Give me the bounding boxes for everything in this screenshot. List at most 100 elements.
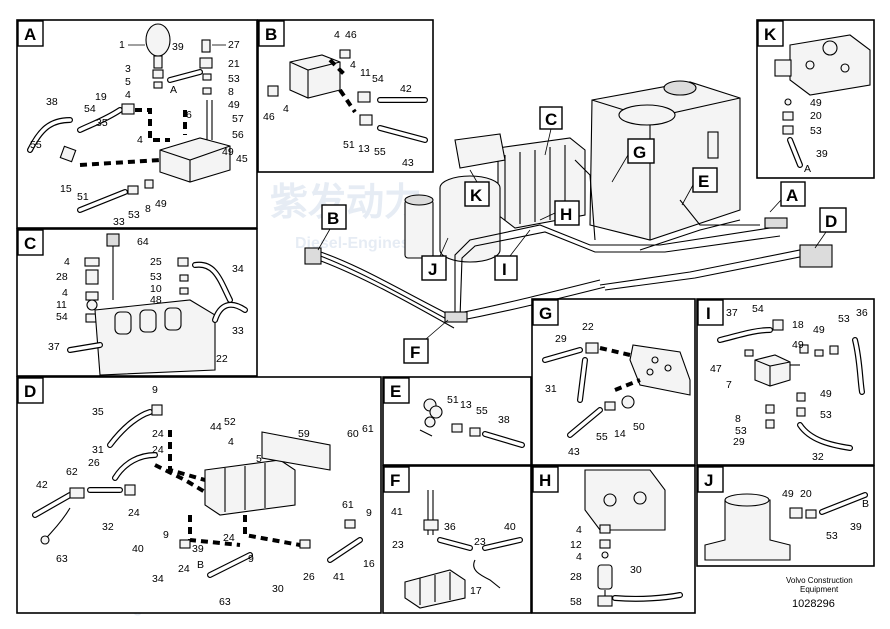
callout: 4 bbox=[64, 256, 70, 268]
callout: 53 bbox=[735, 425, 747, 437]
callout: 6 bbox=[186, 109, 192, 121]
callout: 39 bbox=[192, 543, 204, 555]
callout: 53 bbox=[820, 409, 832, 421]
svg-text:I: I bbox=[706, 304, 711, 323]
svg-text:J: J bbox=[704, 471, 713, 490]
callout: 49 bbox=[155, 198, 167, 210]
svg-text:E: E bbox=[390, 382, 401, 401]
callout: 22 bbox=[582, 321, 594, 333]
overview-label-i[interactable]: I bbox=[494, 229, 531, 281]
panel-g: G 29 22 31 55 14 50 43 bbox=[531, 298, 696, 466]
callout: 43 bbox=[402, 157, 414, 169]
callout: 36 bbox=[856, 307, 868, 319]
callout: 50 bbox=[633, 421, 645, 433]
callout: 17 bbox=[470, 585, 482, 597]
callout: 49 bbox=[782, 488, 794, 500]
svg-text:K: K bbox=[764, 25, 777, 44]
callout: 26 bbox=[88, 457, 100, 469]
svg-text:F: F bbox=[410, 343, 420, 362]
panel-f: F 41 36 40 23 23 17 bbox=[382, 465, 532, 614]
callout: 43 bbox=[568, 446, 580, 458]
callout: 44 bbox=[210, 421, 222, 433]
svg-text:F: F bbox=[390, 471, 400, 490]
callout: 9 bbox=[163, 529, 169, 541]
callout: 25 bbox=[150, 256, 162, 268]
callout: 5 bbox=[125, 76, 131, 88]
callout: 4 bbox=[576, 524, 582, 536]
callout: 29 bbox=[733, 436, 745, 448]
callout: 54 bbox=[56, 311, 68, 323]
panel-k: K 49 20 53 39 A bbox=[756, 19, 875, 179]
overview-label-d[interactable]: D bbox=[814, 207, 847, 249]
svg-text:H: H bbox=[539, 471, 551, 490]
callout: 33 bbox=[113, 216, 125, 228]
overview-label-k[interactable]: K bbox=[464, 169, 490, 207]
svg-text:C: C bbox=[24, 234, 36, 253]
callout: 10 bbox=[150, 283, 162, 295]
panel-d: D 9 35 24 44 52 4 59 60 61 31 5 24 62 2 bbox=[16, 376, 382, 614]
callout: 31 bbox=[92, 444, 104, 456]
overview-label-e[interactable]: E bbox=[681, 167, 718, 206]
overview-label-a[interactable]: A bbox=[769, 181, 806, 213]
callout: 55 bbox=[374, 146, 386, 158]
callout: 34 bbox=[152, 573, 164, 585]
callout: B bbox=[197, 559, 204, 571]
callout: 26 bbox=[303, 571, 315, 583]
callout: 24 bbox=[178, 563, 190, 575]
callout: 35 bbox=[92, 406, 104, 418]
callout: 9 bbox=[152, 384, 158, 396]
callout: 40 bbox=[132, 543, 144, 555]
svg-text:G: G bbox=[633, 143, 646, 162]
callout: 32 bbox=[102, 521, 114, 533]
callout: 4 bbox=[137, 134, 143, 146]
callout: 51 bbox=[447, 394, 459, 406]
callout: 7 bbox=[726, 379, 732, 391]
callout: 4 bbox=[283, 103, 289, 115]
overview-label-c[interactable]: C bbox=[539, 106, 563, 156]
overview-label-f[interactable]: F bbox=[403, 319, 449, 364]
callout: 53 bbox=[826, 530, 838, 542]
callout: 53 bbox=[128, 209, 140, 221]
callout: 42 bbox=[36, 479, 48, 491]
callout: 24 bbox=[128, 507, 140, 519]
panel-c: C 64 4 25 34 28 53 4 10 11 48 54 33 37 2… bbox=[16, 228, 258, 377]
callout: 19 bbox=[95, 91, 107, 103]
callout: 63 bbox=[56, 553, 68, 565]
callout: 54 bbox=[372, 73, 384, 85]
callout: 8 bbox=[145, 203, 151, 215]
panel-a: A 1 39 27 21 53 8 49 57 56 bbox=[16, 19, 258, 229]
callout: 4 bbox=[62, 287, 68, 299]
callout: 53 bbox=[838, 313, 850, 325]
callout: 4 bbox=[228, 436, 234, 448]
callout: 24 bbox=[152, 428, 164, 440]
callout: 28 bbox=[570, 571, 582, 583]
svg-text:C: C bbox=[545, 110, 557, 129]
svg-text:H: H bbox=[560, 205, 572, 224]
overview-labels: C G E A D K H B J I F bbox=[317, 106, 847, 364]
callout: B bbox=[862, 498, 869, 510]
callout: 31 bbox=[545, 383, 557, 395]
callout: 23 bbox=[392, 539, 404, 551]
callout: 39 bbox=[850, 521, 862, 533]
callout: 39 bbox=[816, 148, 828, 160]
callout: 5 bbox=[256, 453, 262, 465]
callout: 33 bbox=[232, 325, 244, 337]
callout: 36 bbox=[444, 521, 456, 533]
callout: 13 bbox=[358, 143, 370, 155]
overview-label-g[interactable]: G bbox=[611, 138, 655, 183]
callout: 53 bbox=[150, 271, 162, 283]
callout: 20 bbox=[800, 488, 812, 500]
overview-label-h[interactable]: H bbox=[539, 200, 580, 226]
callout: 42 bbox=[400, 83, 412, 95]
overview-label-j[interactable]: J bbox=[421, 237, 449, 281]
callout: 48 bbox=[150, 294, 162, 306]
document-number: 1028296 bbox=[792, 598, 835, 610]
callout: 59 bbox=[298, 428, 310, 440]
callout: 28 bbox=[56, 271, 68, 283]
callout: 11 bbox=[56, 299, 67, 311]
callout: 49 bbox=[813, 324, 825, 336]
svg-text:B: B bbox=[327, 209, 339, 228]
callout: 54 bbox=[752, 303, 764, 315]
overview-label-b[interactable]: B bbox=[317, 204, 347, 251]
